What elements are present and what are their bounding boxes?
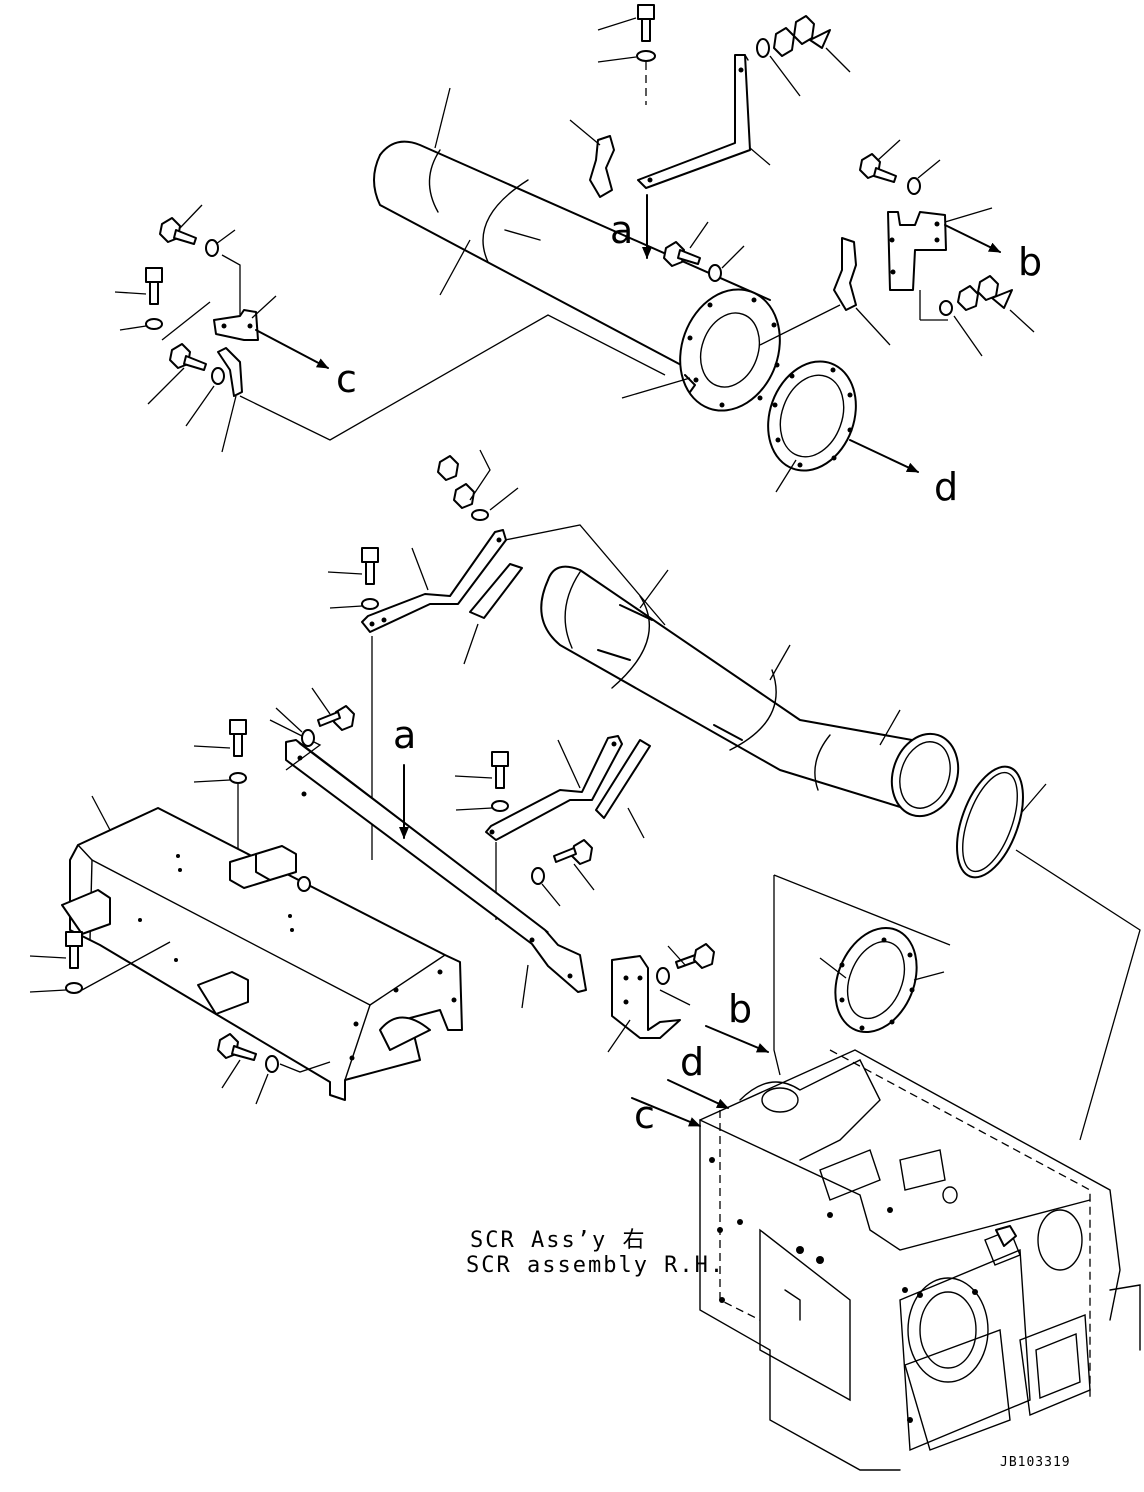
bracket-c-group — [114, 204, 666, 453]
pipe-clamp-right — [759, 237, 891, 346]
bolt-top — [597, 4, 656, 105]
callout-b-lower: b — [728, 987, 752, 1031]
lower-exhaust-pipe — [540, 565, 960, 818]
side-plate-bolts — [193, 687, 595, 907]
callout-d-lower: d — [680, 1040, 704, 1084]
callout-c-lower: c — [634, 1093, 655, 1137]
callout-c-top: c — [336, 357, 357, 401]
caption-english: SCR assembly R.H. — [466, 1253, 725, 1278]
base-spacer-blocks — [229, 845, 311, 892]
upper-exhaust-pipe — [373, 140, 781, 412]
middle-bracket-group — [327, 449, 666, 860]
callout-b-top: b — [1018, 240, 1042, 284]
bracket-b-lower — [607, 943, 715, 1053]
caption-japanese: SCR Ass’y 右 — [470, 1228, 646, 1253]
callout-d-top: d — [934, 465, 958, 509]
long-side-plate — [269, 719, 587, 1009]
nuts-top-right — [756, 15, 851, 97]
bracket-b-group — [859, 139, 1035, 357]
clamp-ring — [956, 765, 1141, 1141]
scr-assembly — [699, 874, 1141, 1471]
gasket-lower — [819, 926, 945, 1034]
callout-a-middle: a — [393, 713, 416, 757]
drawing-code: JB103319 — [1000, 1455, 1071, 1470]
lower-right-bracket — [454, 735, 651, 920]
mounting-base — [61, 795, 463, 1101]
upper-l-bracket — [637, 54, 751, 189]
callout-a-top: a — [610, 208, 633, 252]
upper-pipe-clamp — [589, 135, 615, 198]
base-left-bolt — [29, 931, 171, 994]
gasket-top — [767, 360, 857, 493]
base-bottom-bolt — [217, 1033, 331, 1105]
bolt-pipe-end — [663, 221, 745, 282]
